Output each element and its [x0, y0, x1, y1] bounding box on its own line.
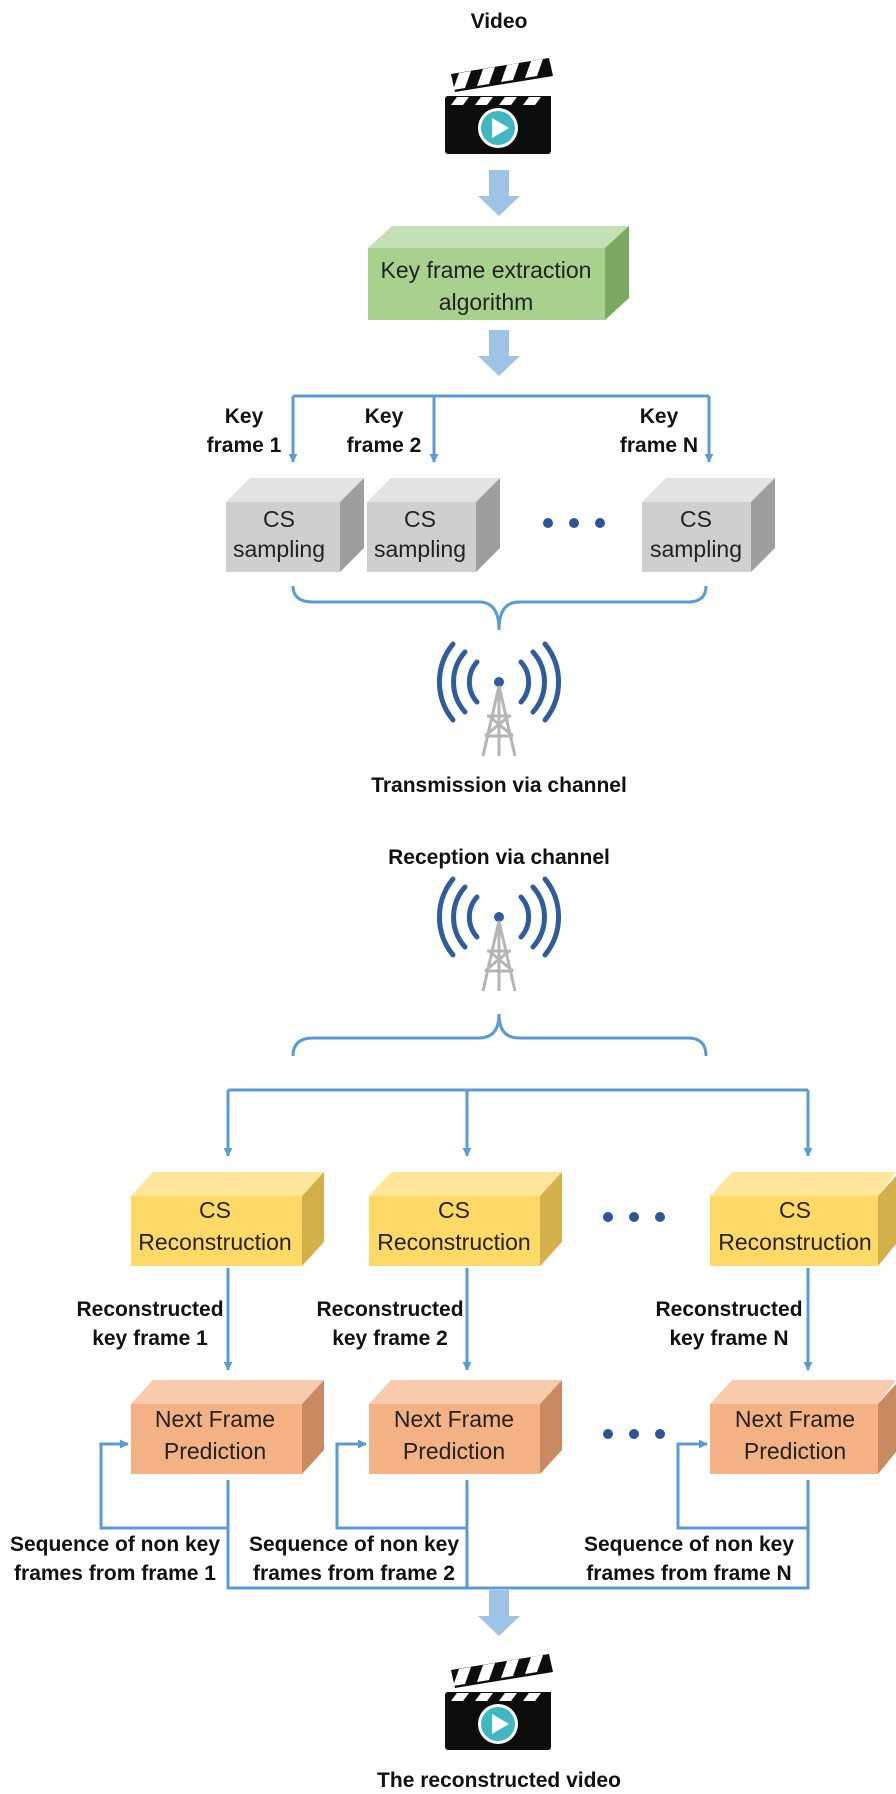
feedback-loops — [99, 1439, 810, 1590]
cs-reconstruction-box-1: CS Reconstruction — [131, 1172, 324, 1266]
cs-reconstruction-n-line2: Reconstruction — [718, 1229, 871, 1255]
next-frame-2-line2: Prediction — [403, 1438, 505, 1464]
cs-reconstruction-2-line2: Reconstruction — [377, 1229, 530, 1255]
ellipsis-dots — [543, 518, 605, 528]
key-frame-n-label-line1: Key — [640, 405, 679, 428]
next-frame-n-line2: Prediction — [744, 1438, 846, 1464]
cs-sampling-box-n: CS sampling — [642, 478, 775, 572]
cs-reconstruction-n-line1: CS — [779, 1197, 811, 1223]
sequence-1-label-line2: frames from frame 1 — [14, 1562, 216, 1585]
cs-reconstruction-box-2: CS Reconstruction — [369, 1172, 562, 1266]
sequence-n-label-line1: Sequence of non key — [584, 1533, 794, 1556]
next-frame-1-line1: Next Frame — [155, 1406, 275, 1432]
ellipsis-dots — [603, 1212, 665, 1222]
cs-sampling-2-line1: CS — [404, 506, 436, 532]
reception-label: Reception via channel — [388, 846, 610, 869]
key-frame-2-label-line1: Key — [365, 405, 404, 428]
cs-sampling-n-line2: sampling — [650, 536, 742, 562]
antenna-tower-icon — [439, 644, 558, 756]
reconstructed-n-label-line1: Reconstructed — [655, 1298, 802, 1321]
transmission-label: Transmission via channel — [371, 774, 627, 797]
cs-reconstruction-box-n: CS Reconstruction — [710, 1172, 896, 1266]
key-frame-connectors — [288, 394, 714, 463]
reconstructed-2-label-line1: Reconstructed — [316, 1298, 463, 1321]
sequence-2-label-line2: frames from frame 2 — [253, 1562, 455, 1585]
next-frame-prediction-box-n: Next Frame Prediction — [710, 1380, 896, 1474]
next-frame-2-line1: Next Frame — [394, 1406, 514, 1432]
reconstructed-n-label-line2: key frame N — [669, 1327, 788, 1350]
key-frame-extraction-line2: algorithm — [439, 289, 534, 315]
reconstructed-connectors — [223, 1268, 813, 1371]
cs-sampling-box-1: CS sampling — [226, 478, 364, 572]
cs-sampling-1-line2: sampling — [233, 536, 325, 562]
sequence-n-label-line2: frames from frame N — [586, 1562, 791, 1585]
key-frame-extraction-line1: Key frame extraction — [381, 257, 592, 283]
key-frame-extraction-box: Key frame extraction algorithm — [368, 226, 629, 320]
cs-sampling-1-line1: CS — [263, 506, 295, 532]
key-frame-1-label-line1: Key — [225, 405, 264, 428]
clapperboard-icon — [445, 58, 553, 154]
clapperboard-icon — [445, 1654, 553, 1750]
block-arrow-down — [478, 330, 520, 376]
reconstructed-video-label: The reconstructed video — [377, 1769, 621, 1792]
next-frame-1-line2: Prediction — [164, 1438, 266, 1464]
reconstructed-1-label-line2: key frame 1 — [92, 1327, 208, 1350]
block-arrow-down — [478, 1590, 520, 1636]
cs-reconstruction-2-line1: CS — [438, 1197, 470, 1223]
key-frame-n-label-line2: frame N — [620, 434, 698, 457]
cs-reconstruction-1-line1: CS — [199, 1197, 231, 1223]
reconstruction-connectors — [223, 1088, 813, 1157]
reconstructed-1-label-line1: Reconstructed — [76, 1298, 223, 1321]
video-title: Video — [471, 10, 528, 33]
next-frame-prediction-box-1: Next Frame Prediction — [131, 1380, 324, 1474]
sequence-1-label-line1: Sequence of non key — [10, 1533, 220, 1556]
reception-brace — [291, 1013, 708, 1057]
key-frame-1-label-line2: frame 1 — [207, 434, 282, 457]
sequence-2-label-line1: Sequence of non key — [249, 1533, 459, 1556]
sampling-brace — [291, 585, 708, 631]
reconstructed-2-label-line2: key frame 2 — [332, 1327, 448, 1350]
next-frame-prediction-box-2: Next Frame Prediction — [369, 1380, 562, 1474]
antenna-tower-icon — [439, 879, 558, 991]
block-arrow-down — [478, 170, 520, 216]
cs-sampling-n-line1: CS — [680, 506, 712, 532]
next-frame-n-line1: Next Frame — [735, 1406, 855, 1432]
ellipsis-dots — [603, 1429, 665, 1439]
cs-reconstruction-1-line2: Reconstruction — [138, 1229, 291, 1255]
cs-sampling-box-2: CS sampling — [367, 478, 500, 572]
cs-sampling-2-line2: sampling — [374, 536, 466, 562]
key-frame-2-label-line2: frame 2 — [347, 434, 422, 457]
